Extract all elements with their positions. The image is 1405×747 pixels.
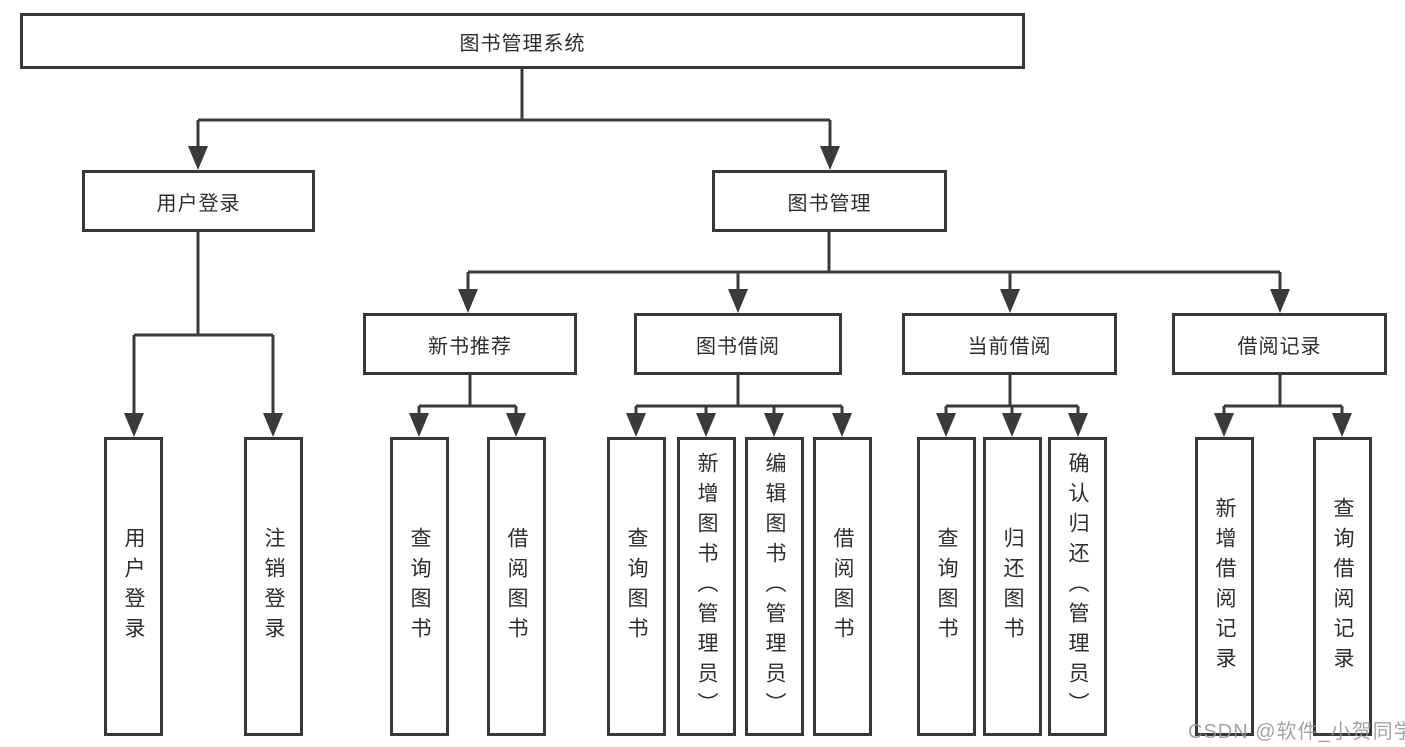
- node-label: 确认归还（管理员）: [1066, 451, 1089, 722]
- node-records-add-record: 新增借阅记录: [1195, 437, 1254, 736]
- node-user-login: 用户登录: [104, 437, 163, 736]
- node-logout-login: 注销登录: [244, 437, 303, 736]
- node-label: 借阅记录: [1237, 335, 1322, 358]
- node-label: 当前借阅: [967, 335, 1052, 358]
- node-label: 查询图书: [625, 526, 648, 647]
- node-borrowing-query-books: 查询图书: [607, 437, 666, 736]
- node-label: 查询图书: [408, 526, 431, 647]
- node-current-borrowing: 当前借阅: [902, 313, 1117, 375]
- node-label: 新增图书（管理员）: [695, 451, 718, 722]
- node-label: 借阅图书: [505, 526, 528, 647]
- node-borrowing-edit-books-admin: 编辑图书（管理员）: [745, 437, 804, 736]
- node-new-book-recommend: 新书推荐: [363, 313, 577, 375]
- node-label: 图书管理: [787, 192, 872, 215]
- node-user-login-group: 用户登录: [82, 170, 315, 232]
- node-label: 编辑图书（管理员）: [763, 451, 786, 722]
- node-book-management: 图书管理: [712, 170, 947, 232]
- node-recommend-query-books: 查询图书: [390, 437, 449, 736]
- node-current-query-books: 查询图书: [917, 437, 976, 736]
- node-borrowing-add-books-admin: 新增图书（管理员）: [677, 437, 736, 736]
- node-label: 用户登录: [156, 192, 241, 215]
- node-label: 查询图书: [935, 526, 958, 647]
- node-label: 归还图书: [1001, 526, 1024, 647]
- node-label: 新增借阅记录: [1213, 496, 1236, 677]
- node-label: 图书借阅: [696, 335, 780, 358]
- node-recommend-borrow-books: 借阅图书: [487, 437, 546, 736]
- node-label: 注销登录: [262, 526, 285, 647]
- node-current-return-books: 归还图书: [983, 437, 1042, 736]
- node-book-borrowing: 图书借阅: [634, 313, 842, 375]
- node-current-confirm-return-admin: 确认归还（管理员）: [1048, 437, 1107, 736]
- csdn-watermark: CSDN @软件_小贺同学: [1188, 721, 1405, 743]
- node-label: 图书管理系统: [459, 32, 586, 55]
- node-records-query-record: 查询借阅记录: [1313, 437, 1372, 736]
- node-borrowing-records: 借阅记录: [1172, 313, 1387, 375]
- node-label: 新书推荐: [428, 335, 512, 358]
- node-label: 借阅图书: [831, 526, 854, 647]
- node-label: 查询借阅记录: [1331, 496, 1354, 677]
- node-label: 用户登录: [122, 526, 145, 647]
- node-book-management-system: 图书管理系统: [20, 13, 1025, 69]
- node-borrowing-borrow-books: 借阅图书: [813, 437, 872, 736]
